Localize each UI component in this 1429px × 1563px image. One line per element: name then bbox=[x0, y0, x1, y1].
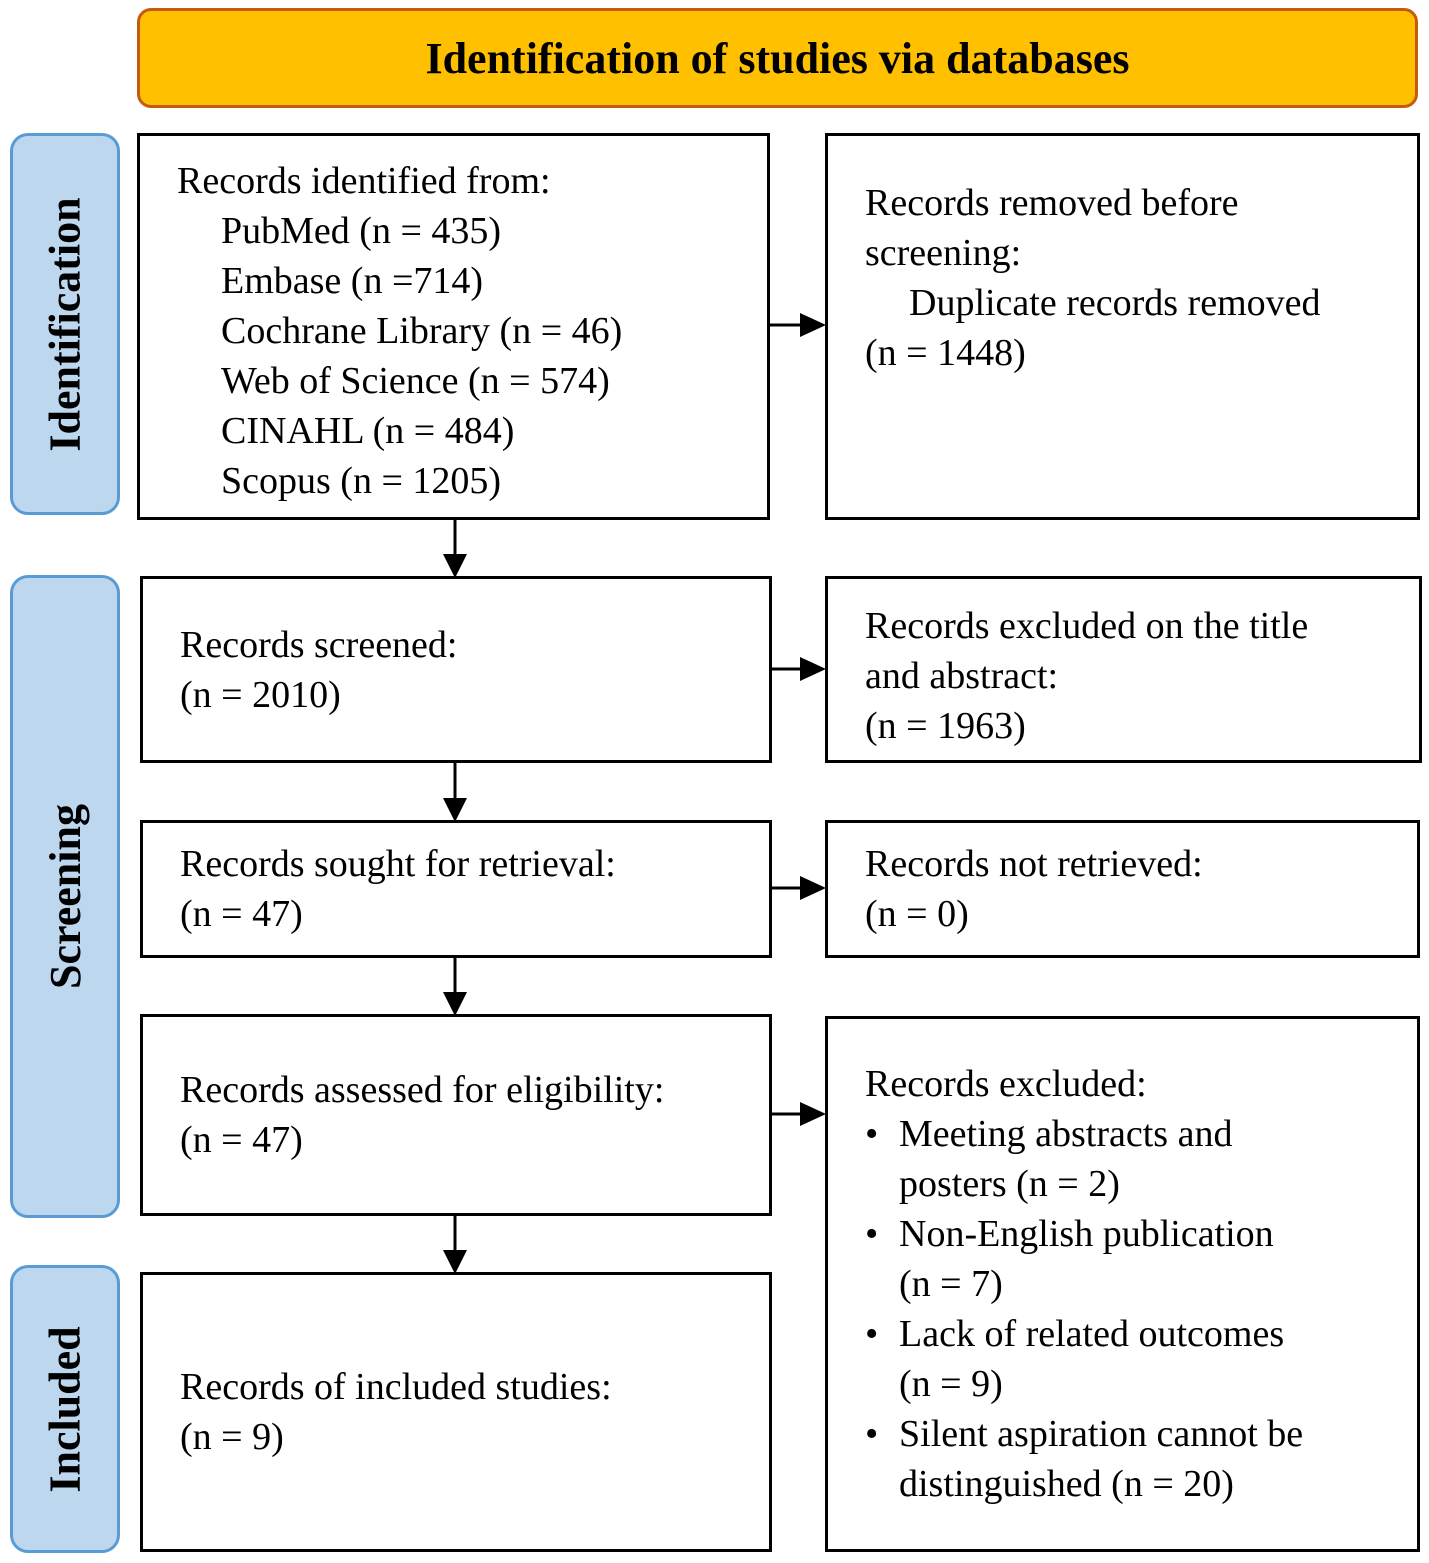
source-scopus: Scopus (n = 1205) bbox=[221, 460, 502, 502]
exclusion-reason: • Lack of related outcomes (n = 9) bbox=[865, 1309, 1417, 1409]
records-excluded-title-line1: Records excluded on the title bbox=[865, 605, 1309, 647]
records-removed-box: Records removed before screening: Duplic… bbox=[825, 133, 1420, 520]
arrow-right bbox=[772, 1102, 826, 1126]
records-removed-line1: Records removed before bbox=[865, 182, 1239, 224]
arrow-right bbox=[772, 876, 826, 900]
records-assessed-box: Records assessed for eligibility: (n = 4… bbox=[140, 1014, 772, 1216]
arrow-down bbox=[443, 1216, 467, 1274]
records-included-count: (n = 9) bbox=[180, 1416, 284, 1458]
records-included-label: Records of included studies: bbox=[180, 1366, 612, 1408]
records-identified-heading: Records identified from: bbox=[177, 160, 551, 202]
exclusion-reason: • Non-English publication (n = 7) bbox=[865, 1209, 1417, 1309]
records-identified-box: Records identified from: PubMed (n = 435… bbox=[137, 133, 770, 520]
arrow-right bbox=[770, 313, 826, 337]
bullet-icon: • bbox=[865, 1113, 879, 1155]
records-sought-box: Records sought for retrieval: (n = 47) bbox=[140, 820, 772, 958]
records-not-retrieved-count: (n = 0) bbox=[865, 893, 969, 935]
records-removed-count: (n = 1448) bbox=[865, 332, 1026, 374]
arrow-down bbox=[443, 520, 467, 578]
records-excluded-title-box: Records excluded on the title and abstra… bbox=[825, 576, 1422, 763]
exclusion-reason: • Meeting abstracts and posters (n = 2) bbox=[865, 1109, 1417, 1209]
source-cochrane: Cochrane Library (n = 46) bbox=[221, 310, 623, 352]
records-excluded-title-line2: and abstract: bbox=[865, 655, 1059, 697]
exclusion-reason-line2: (n = 9) bbox=[899, 1363, 1003, 1405]
records-excluded-box: Records excluded: • Meeting abstracts an… bbox=[825, 1016, 1420, 1552]
records-sought-count: (n = 47) bbox=[180, 893, 303, 935]
records-not-retrieved-box: Records not retrieved: (n = 0) bbox=[825, 820, 1420, 958]
exclusion-reason-line1: Silent aspiration cannot be bbox=[899, 1413, 1304, 1455]
exclusion-reason-line2: posters (n = 2) bbox=[899, 1163, 1120, 1205]
records-assessed-count: (n = 47) bbox=[180, 1119, 303, 1161]
phase-screening: Screening bbox=[10, 575, 120, 1218]
header-banner: Identification of studies via databases bbox=[137, 8, 1418, 108]
bullet-icon: • bbox=[865, 1213, 879, 1255]
phase-included: Included bbox=[10, 1265, 120, 1553]
arrow-down bbox=[443, 763, 467, 822]
bullet-icon: • bbox=[865, 1413, 879, 1455]
records-not-retrieved-label: Records not retrieved: bbox=[865, 843, 1203, 885]
records-removed-line2: screening: bbox=[865, 232, 1022, 274]
exclusion-reason-line1: Lack of related outcomes bbox=[899, 1313, 1285, 1355]
source-pubmed: PubMed (n = 435) bbox=[221, 210, 502, 252]
arrow-down bbox=[443, 958, 467, 1016]
source-cinahl: CINAHL (n = 484) bbox=[221, 410, 515, 452]
exclusion-reason-line1: Meeting abstracts and bbox=[899, 1113, 1233, 1155]
source-embase: Embase (n =714) bbox=[221, 260, 484, 302]
arrow-right bbox=[772, 657, 826, 681]
exclusion-reason-line2: distinguished (n = 20) bbox=[899, 1463, 1234, 1505]
records-assessed-label: Records assessed for eligibility: bbox=[180, 1069, 665, 1111]
bullet-icon: • bbox=[865, 1313, 879, 1355]
phase-identification: Identification bbox=[10, 133, 120, 515]
records-sought-label: Records sought for retrieval: bbox=[180, 843, 616, 885]
header-title: Identification of studies via databases bbox=[425, 33, 1130, 83]
records-excluded-title-count: (n = 1963) bbox=[865, 705, 1026, 747]
exclusion-reason: • Silent aspiration cannot be distinguis… bbox=[865, 1409, 1417, 1509]
records-screened-count: (n = 2010) bbox=[180, 673, 341, 716]
records-included-box: Records of included studies: (n = 9) bbox=[140, 1272, 772, 1552]
records-removed-line3: Duplicate records removed bbox=[909, 282, 1321, 324]
records-screened-label: Records screened: bbox=[180, 623, 458, 666]
exclusion-reason-line1: Non-English publication bbox=[899, 1213, 1274, 1255]
source-web-of-science: Web of Science (n = 574) bbox=[221, 360, 610, 402]
records-screened-box: Records screened: (n = 2010) bbox=[140, 576, 772, 763]
exclusion-reason-line2: (n = 7) bbox=[899, 1263, 1003, 1305]
records-excluded-heading: Records excluded: bbox=[865, 1063, 1147, 1105]
